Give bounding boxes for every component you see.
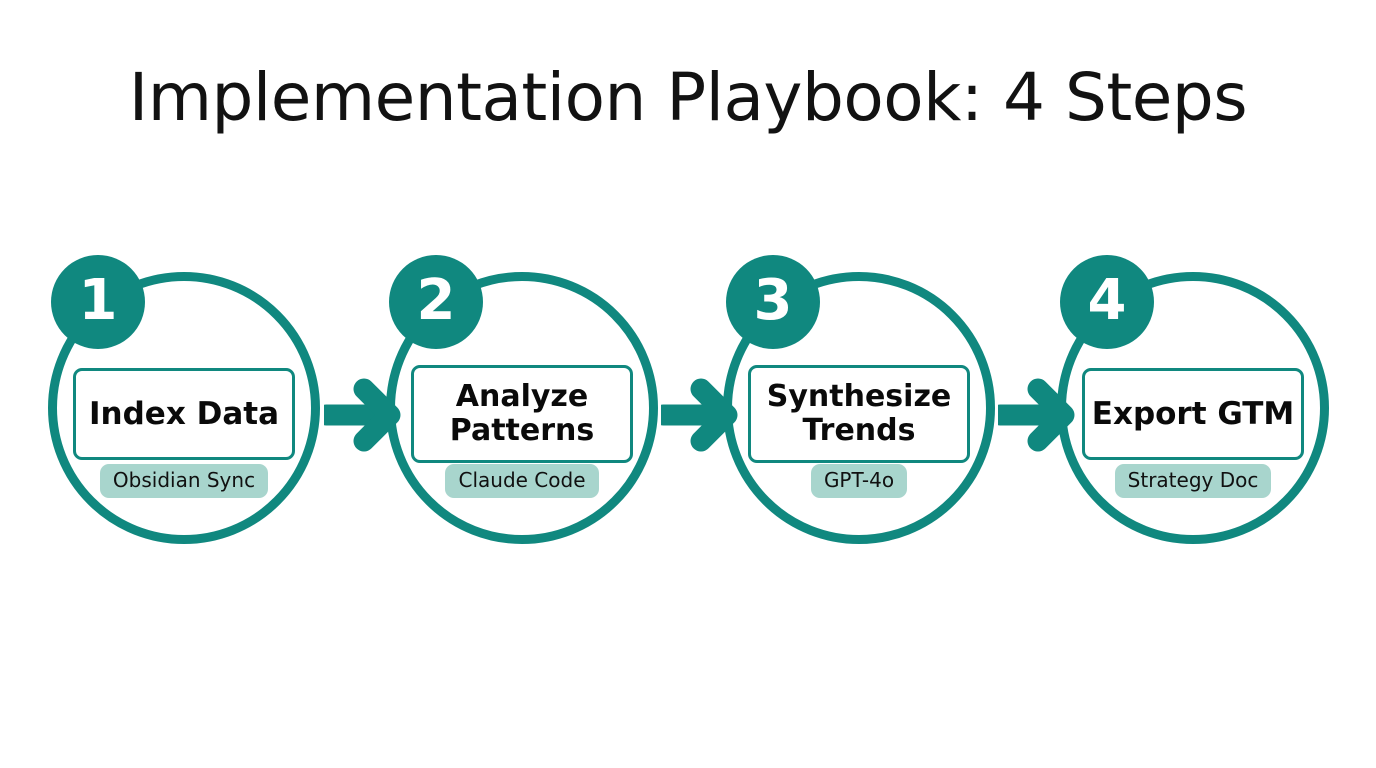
step-label-card-3[interactable]: Synthesize Trends [748,365,970,463]
step-label-3: Synthesize Trends [761,380,958,447]
step-badge-3: GPT-4o [810,464,908,498]
step-number-3: 3 [753,267,793,333]
step-ring-1 [48,272,320,544]
step-number-badge-3: 3 [726,255,820,349]
step-label-card-2[interactable]: Analyze Patterns [411,365,633,463]
arrow-right-icon-1 [324,372,410,458]
step-label-2-line-1: Analyze [455,379,589,415]
arrow-right-icon-2 [661,372,747,458]
page-title: Implementation Playbook: 4 Steps [128,59,1248,136]
step-badge-4: Strategy Doc [1114,464,1272,498]
arrow-right-icon-3 [998,372,1084,458]
step-label-2: Analyze Patterns [444,380,600,447]
step-label-4: Export GTM [1091,395,1295,432]
step-label-3-line-1: Synthesize [766,379,952,415]
step-label-1: Index Data [89,395,279,432]
process-step-2[interactable]: 2 Analyze Patterns Claude Code [382,255,662,552]
step-label-card-4[interactable]: Export GTM [1082,368,1304,460]
step-number-2: 2 [416,267,456,333]
process-step-4[interactable]: 4 Export GTM Strategy Doc [1053,255,1333,552]
step-number-1: 1 [78,267,118,333]
step-badge-1: Obsidian Sync [99,464,269,498]
process-step-3[interactable]: 3 Synthesize Trends GPT-4o [719,255,999,552]
step-badge-wrap-1: Obsidian Sync [44,464,324,498]
step-number-badge-4: 4 [1060,255,1154,349]
step-badge-wrap-4: Strategy Doc [1053,464,1333,498]
step-label-card-1[interactable]: Index Data [73,368,295,460]
step-number-badge-2: 2 [389,255,483,349]
step-badge-wrap-3: GPT-4o [719,464,999,498]
step-number-4: 4 [1087,267,1127,333]
step-badge-2: Claude Code [445,464,599,498]
step-label-3-line-2: Trends [802,413,916,448]
step-label-2-line-2: Patterns [449,413,595,448]
process-step-1[interactable]: 1 Index Data Obsidian Sync [44,255,324,552]
step-number-badge-1: 1 [51,255,145,349]
step-badge-wrap-2: Claude Code [382,464,662,498]
